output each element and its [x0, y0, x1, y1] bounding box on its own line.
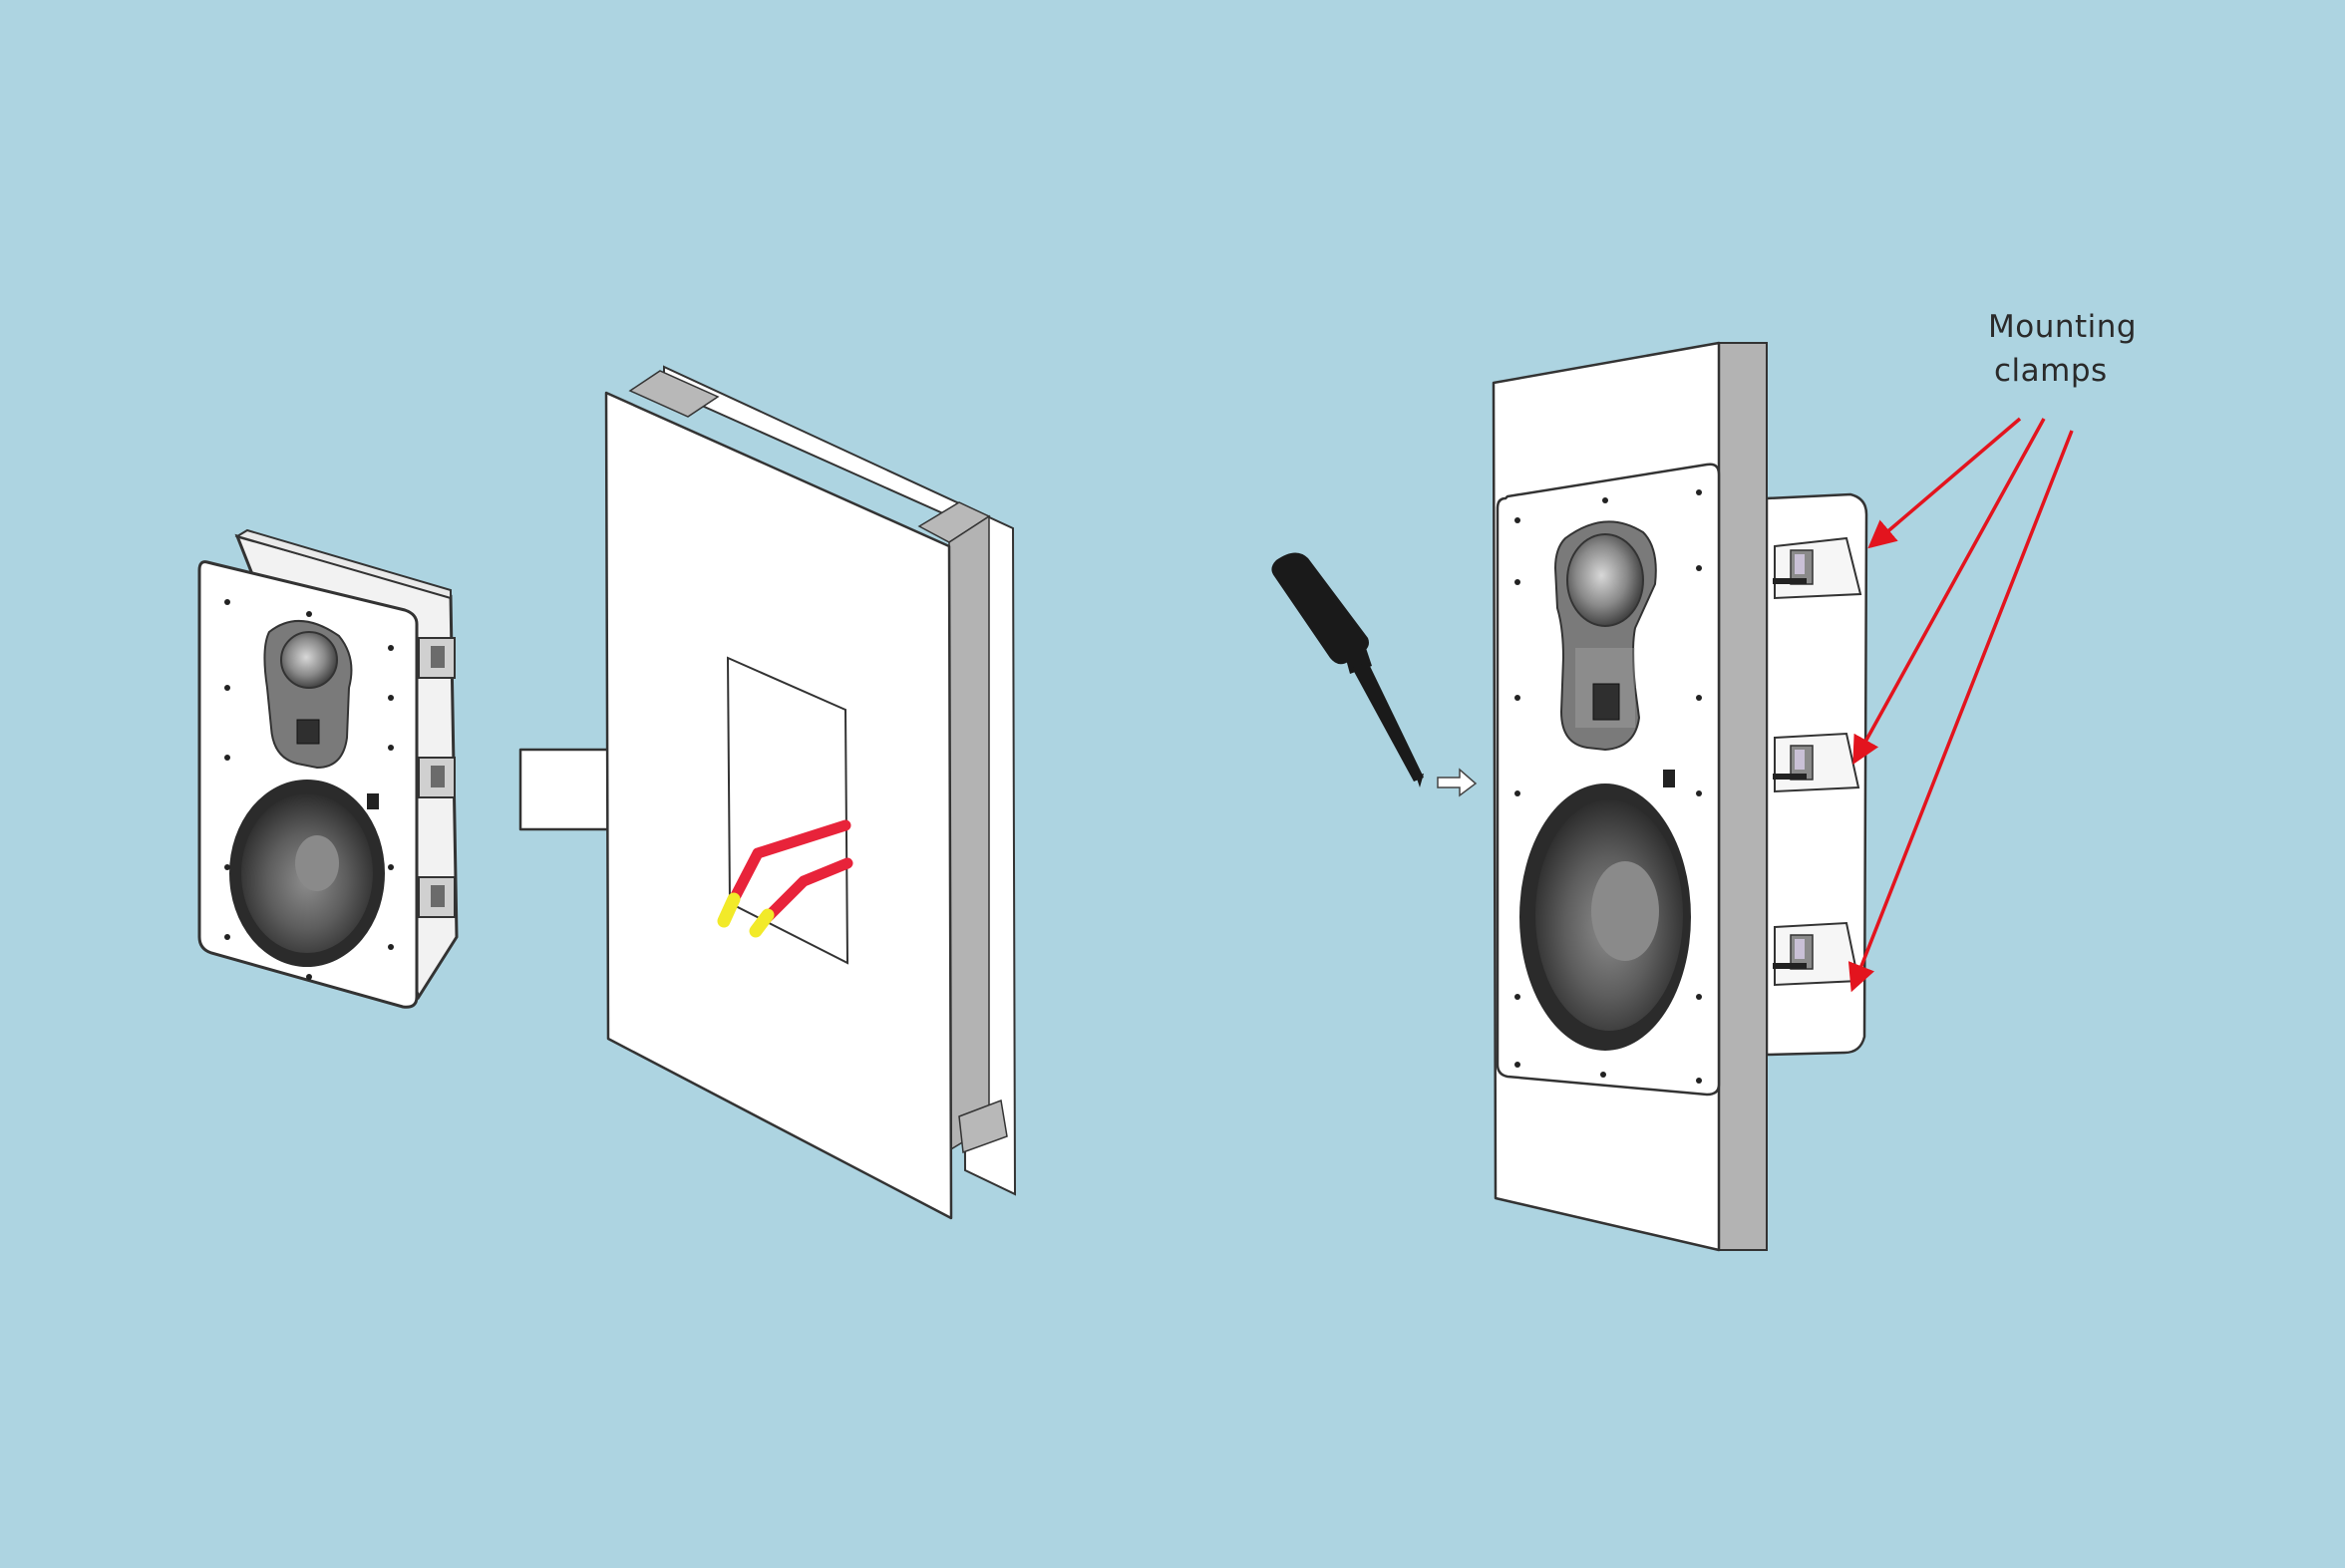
- speaker-unit-installed: [1492, 341, 1868, 1252]
- clamp-pointer-arrows: [1847, 417, 2074, 993]
- screwdriver-icon: [1271, 552, 1478, 797]
- speaker-wires: [717, 819, 853, 938]
- callout-line-1: Mounting: [1988, 309, 2138, 345]
- mounting-clamps: [1773, 536, 1862, 987]
- mounting-clamps-label: Mounting clamps: [1988, 305, 2137, 393]
- callout-line-2: clamps: [1994, 353, 2108, 389]
- speaker-unit-left: [197, 528, 459, 1009]
- wall-panel-icon: [604, 365, 1017, 1220]
